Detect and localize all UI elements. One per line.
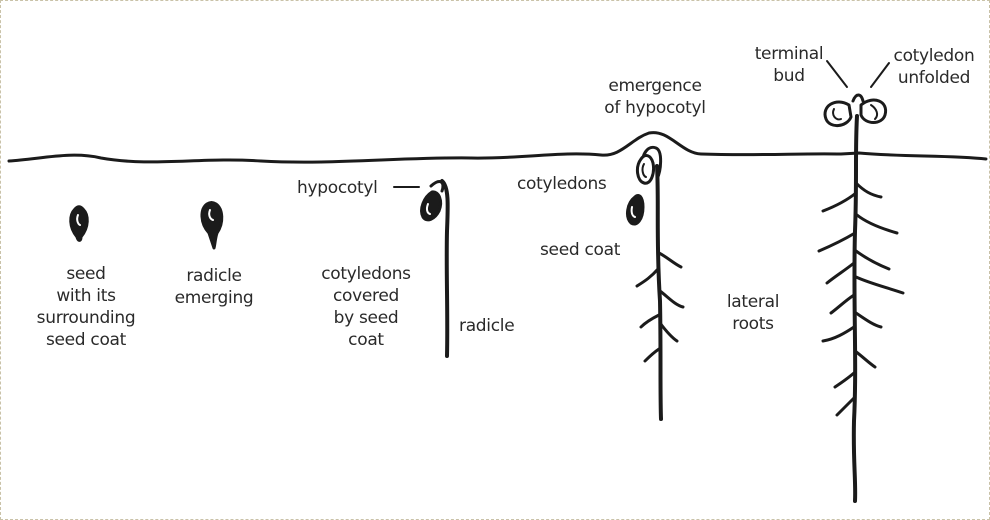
label-seed-coat: seed coat: [540, 239, 620, 261]
terminal-bud-pointer: [827, 61, 847, 87]
seed-stage-5: [819, 61, 903, 501]
label-cotyledons: cotyledons: [517, 173, 606, 195]
label-radicle-emerging: radicle emerging: [164, 265, 264, 309]
label-hypocotyl: hypocotyl: [297, 177, 378, 199]
label-radicle: radicle: [459, 315, 514, 337]
seed-stage-2: [202, 203, 222, 249]
seed-stage-1: [71, 207, 88, 241]
label-emergence-of-hypocotyl: emergence of hypocotyl: [595, 75, 715, 119]
seed-stage-4: [628, 147, 683, 419]
label-lateral-roots: lateral roots: [713, 291, 793, 335]
label-cotyledons-covered: cotyledons covered by seed coat: [306, 263, 426, 351]
soil-surface-line: [9, 133, 986, 163]
label-cotyledon-unfolded: cotyledon unfolded: [889, 45, 979, 89]
label-terminal-bud: terminal bud: [749, 43, 829, 87]
cotyledon-unfolded-pointer: [871, 63, 889, 87]
label-seed-with-seed-coat: seed with its surrounding seed coat: [31, 263, 141, 351]
